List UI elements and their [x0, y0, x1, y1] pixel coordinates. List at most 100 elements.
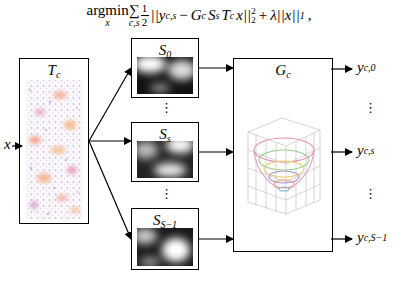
illustration-part [53, 91, 67, 99]
illustration-part [50, 146, 66, 154]
illustration-part [64, 120, 76, 130]
illustration-part [77, 191, 79, 193]
subscript: s [167, 133, 171, 144]
illustration-part [29, 91, 80, 213]
subscripted-symbol: Ss [208, 7, 219, 24]
limit: c,s [129, 18, 140, 28]
symbol: ||y [151, 7, 166, 24]
subscripted-symbol: λ||x||1 [270, 7, 305, 24]
illustration-part [248, 148, 320, 200]
arrow [89, 141, 131, 239]
subscripted-symbol: yc,s [357, 142, 375, 159]
illustration-part [137, 228, 157, 244]
illustration-part [45, 129, 48, 132]
subscripted-symbol: Gc [191, 7, 206, 24]
illustration-part [254, 150, 314, 189]
symbol: x|| [236, 7, 251, 24]
symbol: S [208, 7, 216, 24]
illustration-part [248, 118, 320, 214]
subscript: c [230, 10, 234, 21]
illustration-part [65, 159, 67, 161]
ellipsis: ⋮ [158, 100, 175, 115]
transform-box: Tc [19, 58, 89, 224]
script-stack: 22 [251, 7, 256, 25]
illustration-part [331, 68, 352, 69]
formula-part: x [4, 136, 11, 152]
illustration-part [259, 150, 309, 170]
illustration-part [26, 80, 82, 220]
illustration-part [248, 130, 320, 214]
formula-part: − [179, 7, 187, 24]
symbol: G [275, 62, 286, 78]
illustration-part [137, 57, 193, 94]
illustration-part [56, 195, 68, 201]
subscript: c,s [364, 145, 375, 156]
subscripted-symbol: ||yc,s [151, 7, 177, 24]
arrow [199, 151, 233, 152]
subscript: 0 [166, 49, 171, 60]
input-label: x [2, 136, 13, 153]
illustration-part [137, 57, 193, 93]
illustration-part [137, 141, 193, 178]
illustration-part [35, 109, 45, 115]
illustration-part [29, 89, 79, 216]
symbol: S [159, 126, 167, 142]
output-label: yc,0 [356, 59, 377, 76]
subscript: c [286, 69, 290, 80]
illustration-part [70, 207, 80, 213]
operator-with-limit: ∑c,s [129, 3, 140, 28]
ellipsis: ⋮ [362, 186, 379, 201]
limit: x [105, 18, 109, 28]
output-label: yc,S−1 [356, 229, 388, 246]
objective-formula: argminx∑c,s12||yc,s−GcSsTcx||22+λ||x||1, [0, 3, 400, 28]
subscript: 2 [251, 16, 256, 25]
illustration-part [53, 187, 55, 189]
arrow [199, 238, 233, 239]
symbol: λ||x|| [270, 7, 300, 24]
formula-part: ⋮ [160, 100, 173, 115]
illustration-part [137, 141, 193, 177]
formula-part: ⋮ [364, 100, 377, 115]
illustration-part [30, 167, 33, 170]
box-title: Gc [234, 61, 332, 80]
illustration-part [49, 101, 52, 104]
illustration-part [269, 171, 299, 183]
illustration-part [137, 141, 158, 159]
illustration-part [29, 136, 41, 144]
subscripted-symbol: Tc [221, 7, 234, 24]
illustration-part [168, 60, 193, 80]
illustration-part [12, 145, 22, 146]
subscript: c,S−1 [364, 232, 388, 243]
symbol: y [357, 142, 364, 159]
subscript: S−1 [160, 219, 177, 230]
norm-symbol: x||22 [236, 7, 255, 25]
fraction-bar [141, 15, 149, 16]
formula-part: ⋮ [364, 186, 377, 201]
box-title: SS−1 [132, 211, 198, 230]
illustration-part [162, 238, 190, 262]
arrow [89, 68, 131, 141]
box-title: S0 [132, 41, 198, 60]
formula-part: , [308, 7, 312, 24]
illustration-part [140, 257, 160, 266]
subscript: c [56, 69, 60, 80]
illustration-part [279, 187, 289, 191]
output-label: yc,s [356, 142, 376, 159]
subscript: s [216, 10, 220, 21]
subscript: c,s [165, 10, 176, 21]
illustration-part [331, 151, 352, 152]
illustration-part [331, 238, 352, 239]
illustration-part [154, 163, 186, 177]
illustration-part [254, 138, 314, 191]
illustration-part [137, 228, 193, 266]
map-box: S0 [131, 38, 199, 98]
map-box: SS−1 [131, 208, 199, 270]
fraction: 12 [140, 3, 150, 28]
subscript: c,0 [364, 62, 376, 73]
illustration-part [137, 57, 166, 73]
map-box: Ss [131, 122, 199, 182]
operator-with-limit: argminx [86, 3, 128, 28]
illustration-part [67, 166, 77, 174]
